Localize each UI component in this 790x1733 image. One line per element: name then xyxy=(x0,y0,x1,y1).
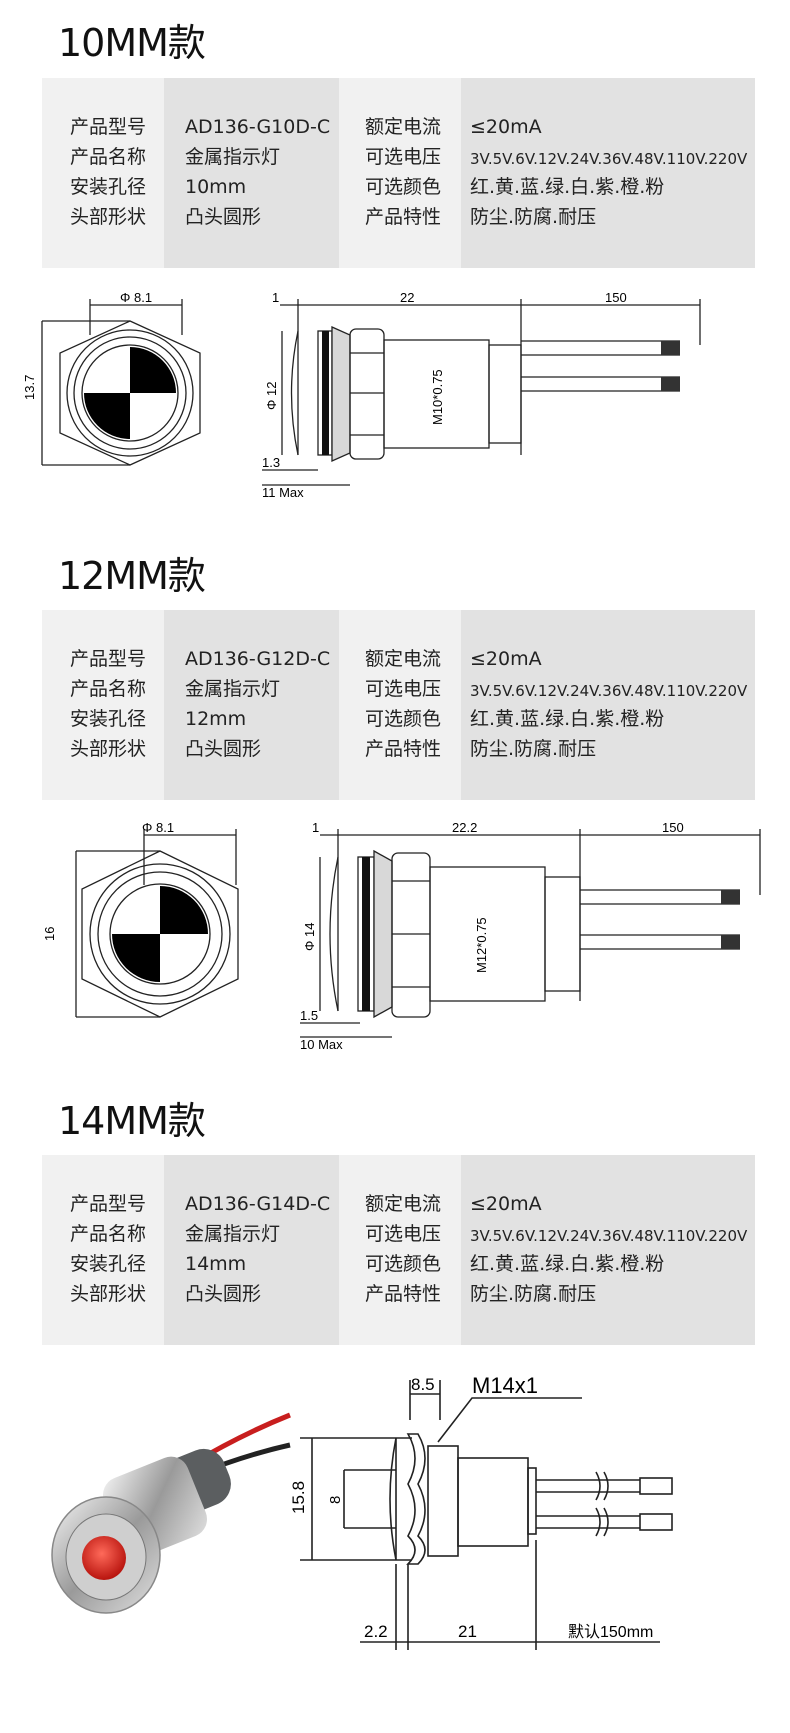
checker-target-icon xyxy=(84,347,176,439)
model-value: AD136-G12D-C xyxy=(185,648,331,670)
current-label: 额定电流 xyxy=(365,116,442,138)
hole-label: 安装孔径 xyxy=(70,176,147,198)
spec-table-14mm: 产品型号 AD136-G14D-C 产品名称 金属指示灯 安装孔径 14mm 头… xyxy=(42,1155,755,1345)
checker-target-icon xyxy=(112,886,208,982)
dim-bottom2-label: 11 Max xyxy=(262,485,304,500)
voltage-value: 3V.5V.6V.12V.24V.36V.48V.110V.220V xyxy=(470,1227,748,1245)
name-value: 金属指示灯 xyxy=(185,1223,281,1245)
head-value: 凸头圆形 xyxy=(185,738,262,760)
phi-top-label: Φ 8.1 xyxy=(120,290,152,305)
head-value: 凸头圆形 xyxy=(185,1283,262,1305)
hole-label: 安装孔径 xyxy=(70,1253,147,1275)
thread-label: M10*0.75 xyxy=(430,369,445,425)
dim-1-label: 1 xyxy=(272,290,279,305)
dim-length-label: 22 xyxy=(400,290,414,305)
name-value: 金属指示灯 xyxy=(185,146,281,168)
dim-bottom2-label: 10 Max xyxy=(300,1037,343,1052)
voltage-label: 可选电压 xyxy=(365,678,442,700)
dim-lead-label: 默认150mm xyxy=(568,1623,653,1641)
color-label: 可选颜色 xyxy=(365,708,442,730)
model-value: AD136-G10D-C xyxy=(185,116,331,138)
drawing-12mm: Φ 8.1 16 1 22.2 150 Φ 14 M12*0.75 1.5 10… xyxy=(42,820,761,1052)
current-label: 额定电流 xyxy=(365,648,442,670)
color-label: 可选颜色 xyxy=(365,1253,442,1275)
model-label: 产品型号 xyxy=(70,1193,147,1215)
voltage-value: 3V.5V.6V.12V.24V.36V.48V.110V.220V xyxy=(470,150,748,168)
dim-lead-label: 150 xyxy=(605,290,627,305)
hole-label: 安装孔径 xyxy=(70,708,147,730)
hole-value: 14mm xyxy=(185,1253,247,1275)
name-label: 产品名称 xyxy=(70,678,147,700)
feature-value: 防尘.防腐.耐压 xyxy=(470,206,597,228)
phi-top-label: Φ 8.1 xyxy=(142,820,174,835)
voltage-label: 可选电压 xyxy=(365,146,442,168)
model-label: 产品型号 xyxy=(70,116,147,138)
height-label: 13.7 xyxy=(22,375,37,400)
dim-bottom1-label: 1.3 xyxy=(262,455,280,470)
head-label: 头部形状 xyxy=(70,206,147,228)
current-value: ≤20mA xyxy=(470,1193,542,1215)
drawing-14mm: 8.5 M14x1 15.8 8 2.2 21 默认150mm xyxy=(289,1373,673,1650)
spec-table-10mm: 产品型号 AD136-G10D-C 产品名称 金属指示灯 安装孔径 10mm 头… xyxy=(42,78,755,268)
section-title-14mm: 14MM款 xyxy=(58,1099,206,1143)
dim-bottom1-label: 1.5 xyxy=(300,1008,318,1023)
hole-value: 12mm xyxy=(185,708,247,730)
name-label: 产品名称 xyxy=(70,146,147,168)
drawing-10mm: Φ 8.1 13.7 1 22 150 Φ 12 M10*0.75 1.3 11… xyxy=(22,290,701,500)
current-value: ≤20mA xyxy=(470,648,542,670)
thread-label: M12*0.75 xyxy=(474,917,489,973)
voltage-label: 可选电压 xyxy=(365,1223,442,1245)
feature-value: 防尘.防腐.耐压 xyxy=(470,738,597,760)
spec-table-12mm: 产品型号 AD136-G12D-C 产品名称 金属指示灯 安装孔径 12mm 头… xyxy=(42,610,755,800)
feature-value: 防尘.防腐.耐压 xyxy=(470,1283,597,1305)
name-label: 产品名称 xyxy=(70,1223,147,1245)
section-title-12mm: 12MM款 xyxy=(58,554,206,598)
dim-1-label: 1 xyxy=(312,820,319,835)
head-label: 头部形状 xyxy=(70,738,147,760)
red-led-lens xyxy=(82,1536,126,1580)
dim-length-label: 22.2 xyxy=(452,820,477,835)
height-label: 16 xyxy=(42,927,57,941)
model-label: 产品型号 xyxy=(70,648,147,670)
color-value: 红.黄.蓝.绿.白.紫.橙.粉 xyxy=(470,176,665,198)
dim-lead-label: 150 xyxy=(662,820,684,835)
phi-side-label: Φ 14 xyxy=(302,923,317,951)
phi-side-label: Φ 12 xyxy=(264,382,279,410)
color-value: 红.黄.蓝.绿.白.紫.橙.粉 xyxy=(470,1253,665,1275)
feature-label: 产品特性 xyxy=(365,738,442,760)
feature-label: 产品特性 xyxy=(365,206,442,228)
current-value: ≤20mA xyxy=(470,116,542,138)
thread-label: M14x1 xyxy=(472,1373,538,1398)
dim-left-label: 2.2 xyxy=(364,1622,388,1641)
inner-dim-label: 8 xyxy=(327,1496,344,1504)
color-value: 红.黄.蓝.绿.白.紫.橙.粉 xyxy=(470,708,665,730)
head-value: 凸头圆形 xyxy=(185,206,262,228)
top-dim-label: 8.5 xyxy=(411,1375,435,1394)
dim-length-label: 21 xyxy=(458,1622,477,1641)
color-label: 可选颜色 xyxy=(365,176,442,198)
voltage-value: 3V.5V.6V.12V.24V.36V.48V.110V.220V xyxy=(470,682,748,700)
product-photo xyxy=(51,1412,291,1614)
feature-label: 产品特性 xyxy=(365,1283,442,1305)
head-label: 头部形状 xyxy=(70,1283,147,1305)
current-label: 额定电流 xyxy=(365,1193,442,1215)
model-value: AD136-G14D-C xyxy=(185,1193,331,1215)
height-label: 15.8 xyxy=(289,1481,308,1514)
hole-value: 10mm xyxy=(185,176,247,198)
name-value: 金属指示灯 xyxy=(185,678,281,700)
section-title-10mm: 10MM款 xyxy=(58,21,206,65)
